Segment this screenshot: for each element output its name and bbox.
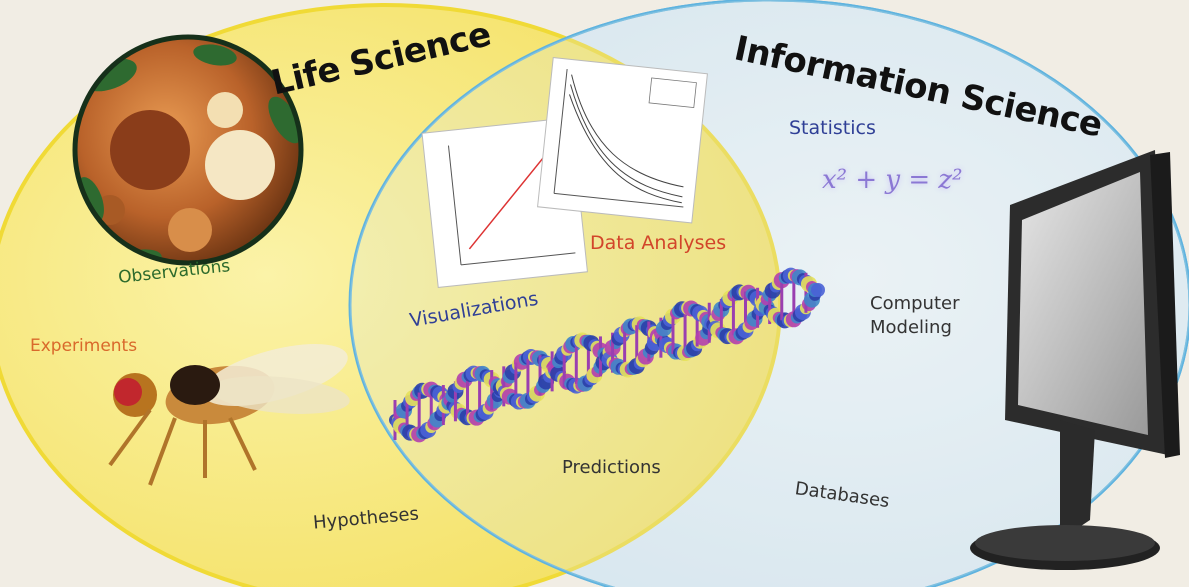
- statistics-label: Statistics: [789, 117, 876, 139]
- computer-monitor-image: [970, 150, 1180, 570]
- experiments-label: Experiments: [30, 336, 138, 356]
- dna-helix-image: [389, 267, 825, 443]
- predictions-label: Predictions: [562, 457, 661, 478]
- data-analyses-label: Data Analyses: [590, 232, 727, 254]
- decay-chart-thumbnail: [537, 57, 708, 224]
- equation-label: x² + y = z²: [822, 165, 963, 195]
- fruit-fly-image: [108, 344, 350, 486]
- computer-modeling-label: Computer Modeling: [870, 293, 960, 338]
- information-science-outline: [348, 0, 1189, 587]
- dna-atom: [811, 283, 825, 297]
